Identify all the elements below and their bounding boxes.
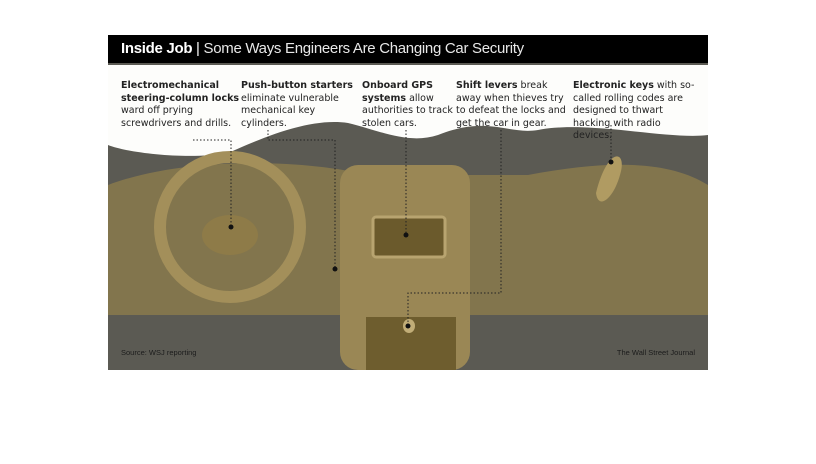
- callout-shift-lever: Shift levers break away when thieves try…: [456, 80, 566, 129]
- infographic: Inside Job | Some Ways Engineers Are Cha…: [108, 35, 708, 370]
- callout-steering-lock: Electromechanical steering-column locks …: [121, 80, 240, 129]
- electronic-key: [596, 156, 622, 202]
- credit: The Wall Street Journal: [616, 348, 695, 357]
- car-dashboard-illustration: [108, 65, 708, 370]
- steering-wheel: [154, 151, 306, 303]
- title-rest: Some Ways Engineers Are Changing Car Sec…: [203, 40, 525, 57]
- source-note: Source: WSJ reporting: [121, 348, 197, 357]
- graphic-title: Inside Job | Some Ways Engineers Are Cha…: [108, 35, 708, 63]
- callout-gps: Onboard GPS systems allow authorities to…: [362, 80, 453, 129]
- callout-electronic-key: Electronic keys with so-called rolling c…: [573, 80, 695, 141]
- callout-push-button: Push-button starters eliminate vulnerabl…: [241, 80, 353, 129]
- title-bold: Inside Job: [121, 40, 193, 57]
- title-separator: |: [192, 40, 204, 57]
- gps-screen: [371, 215, 447, 259]
